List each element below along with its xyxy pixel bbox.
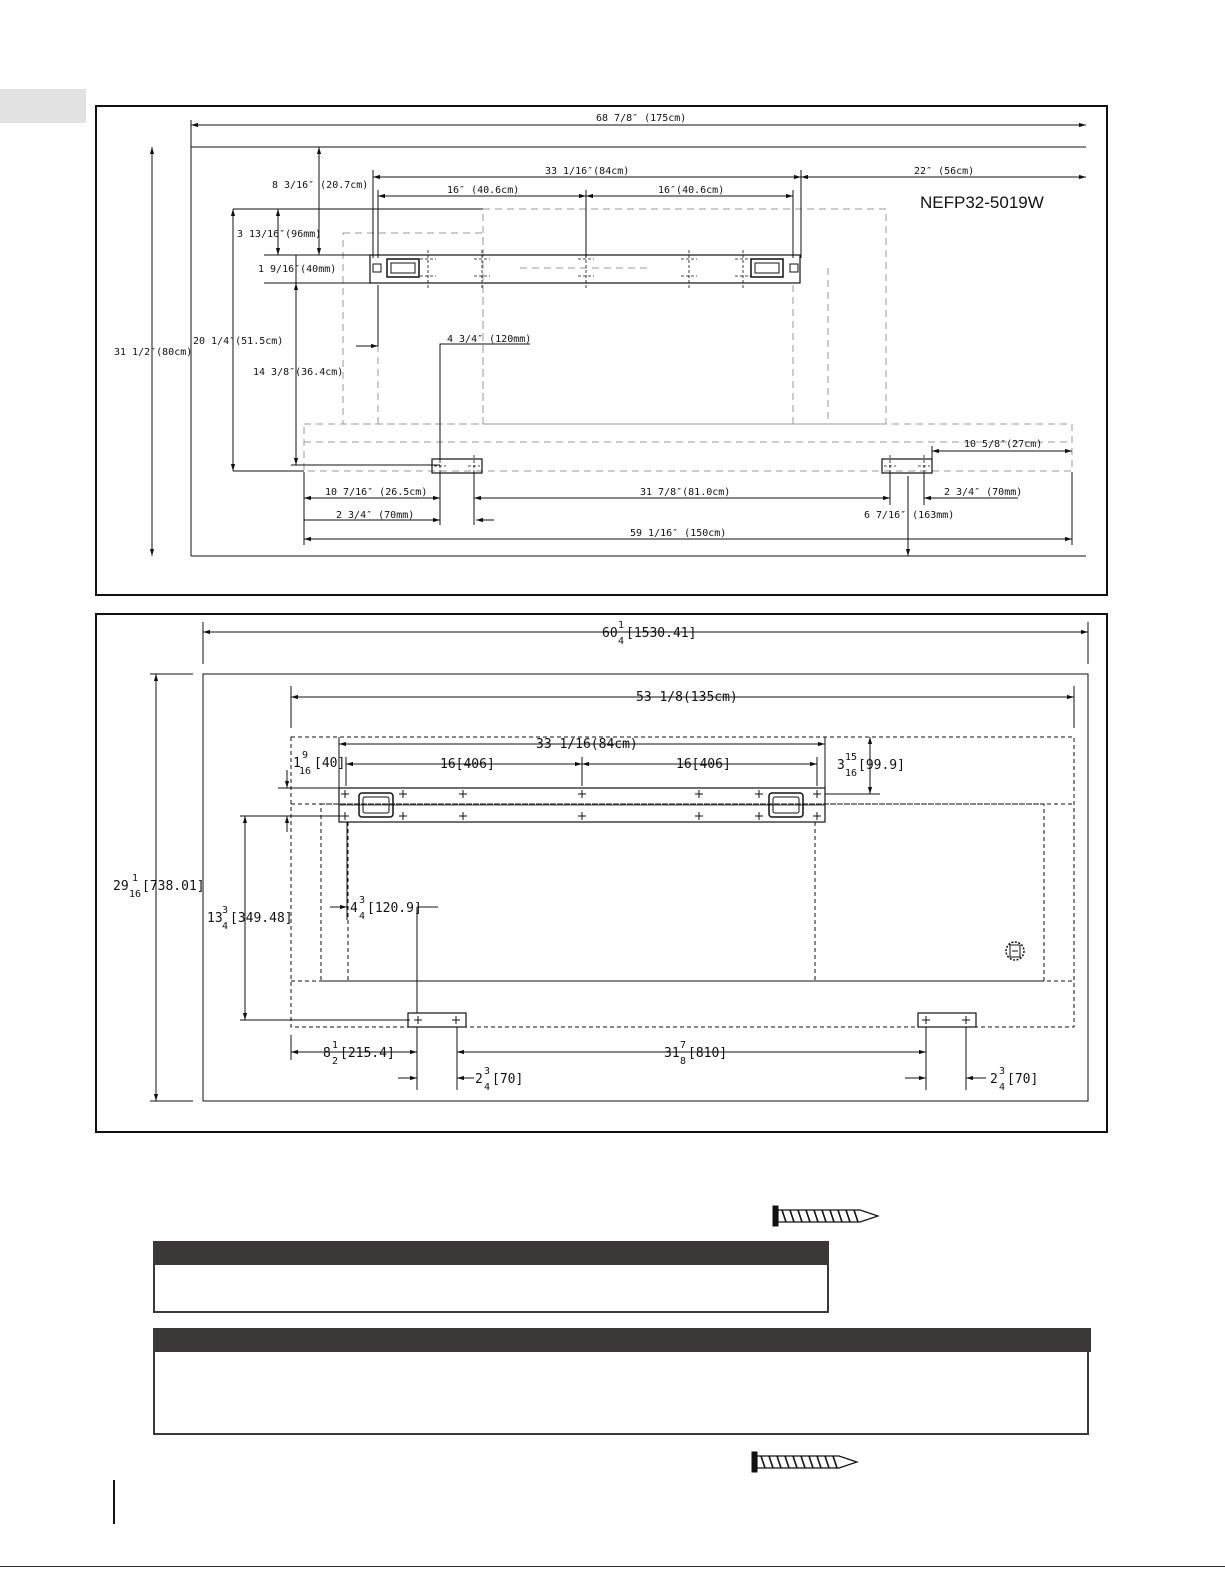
foot-bracket-left	[431, 458, 483, 474]
svg-text:4: 4	[999, 1082, 1005, 1093]
dim-left-foot-offset: 10 7/16″ (26.5cm)	[325, 487, 427, 498]
dim-stud-span: 33 1/16″(84cm)	[545, 166, 629, 177]
bracket-slot-right	[750, 258, 784, 278]
dim-overall-width: 68 7/8″ (175cm)	[596, 113, 686, 124]
page-footer-rule	[0, 1566, 1225, 1567]
svg-text:[215.4]: [215.4]	[340, 1046, 395, 1061]
dim-bracket-drop: 3 13/16″(96mm)	[237, 229, 321, 240]
svg-text:16: 16	[845, 768, 857, 779]
svg-text:4: 4	[359, 911, 365, 922]
dim2-inner-width: 53 1/8(135cm)	[636, 690, 738, 705]
bracket-slot-right-2	[768, 792, 804, 818]
svg-text:8: 8	[680, 1056, 686, 1067]
dim-lower-height: 14 3/8″(36.4cm)	[253, 367, 343, 378]
svg-text:2: 2	[990, 1072, 998, 1087]
dim2-right-spacing: 16[406]	[676, 757, 731, 772]
svg-text:[810]: [810]	[688, 1046, 727, 1061]
svg-text:[1530.41]: [1530.41]	[626, 626, 696, 641]
diagram-2	[95, 613, 1108, 1133]
diagram-1	[95, 105, 1108, 596]
dim-small-offset: 4 3/4″ (120mm)	[447, 334, 531, 345]
svg-text:[70]: [70]	[492, 1072, 523, 1087]
svg-text:4: 4	[222, 921, 228, 932]
dim-foot-span: 31 7/8″(81.0cm)	[640, 487, 730, 498]
dim2-lower-height: 13 3 4 [349.48]	[207, 905, 293, 932]
page-tab-marker	[0, 89, 86, 123]
svg-text:1: 1	[332, 1040, 338, 1051]
dim-right-spacing: 16″(40.6cm)	[658, 185, 724, 196]
note-box-1-header	[153, 1241, 829, 1265]
dim-right-foot-inset: 6 7/16″ (163mm)	[864, 510, 954, 521]
dim2-bracket-height: 1 9 16 [40]	[293, 750, 345, 777]
dim2-right-foot-width: 2 3 4 [70]	[990, 1066, 1038, 1093]
dim-mid-height: 20 1/4″(51.5cm)	[193, 336, 283, 347]
bracket-slot-left-2	[358, 792, 394, 818]
svg-text:3: 3	[837, 758, 845, 773]
svg-text:2: 2	[475, 1072, 483, 1087]
svg-text:[99.9]: [99.9]	[858, 758, 905, 773]
dim-left-foot-width: 2 3/4″ (70mm)	[336, 510, 414, 521]
svg-text:3: 3	[359, 895, 365, 906]
svg-text:[120.9]: [120.9]	[367, 901, 422, 916]
foot-bracket-left-2	[407, 1012, 467, 1028]
margin-rule	[113, 1480, 115, 1524]
svg-text:13: 13	[207, 911, 223, 926]
screw-icon-2	[751, 1451, 859, 1473]
dim2-overall-width: 60 1 4 [1530.41]	[602, 620, 696, 647]
dim-base-width: 59 1/16″ (150cm)	[630, 528, 726, 539]
dim-overall-height: 31 1/2″(80cm)	[114, 347, 192, 358]
dim2-overall-height: 29 1 16 [738.01]	[113, 873, 205, 900]
diagram-1-frame	[95, 105, 1108, 596]
dim-right-foot-offset: 10 5/8″(27cm)	[964, 439, 1042, 450]
screw-icon	[772, 1205, 880, 1227]
dim-right-offset: 22″ (56cm)	[914, 166, 974, 177]
dim-right-foot-width: 2 3/4″ (70mm)	[944, 487, 1022, 498]
dim2-left-spacing: 16[406]	[440, 757, 495, 772]
dim-bracket-height: 1 9/16″(40mm)	[258, 264, 336, 275]
dim2-stud-span: 33 1/16(84cm)	[536, 737, 638, 752]
model-label: NEFP32-5019W	[920, 193, 1044, 212]
svg-text:4: 4	[484, 1082, 490, 1093]
svg-text:1: 1	[132, 873, 138, 884]
dim2-right-drop: 3 15 16 [99.9]	[837, 752, 905, 779]
svg-text:7: 7	[680, 1040, 686, 1051]
svg-text:16: 16	[299, 766, 311, 777]
svg-text:1: 1	[618, 620, 624, 631]
svg-text:31: 31	[664, 1046, 680, 1061]
svg-text:9: 9	[302, 750, 308, 761]
wall-bracket	[369, 254, 801, 284]
dim2-left-foot-width: 2 3 4 [70]	[475, 1066, 523, 1093]
svg-text:15: 15	[845, 752, 857, 763]
bracket-slot-left	[386, 258, 420, 278]
foot-bracket-right-2	[917, 1012, 977, 1028]
dim2-foot-span: 31 7 8 [810]	[664, 1040, 727, 1067]
svg-text:8: 8	[323, 1046, 331, 1061]
note-box-2-header	[153, 1328, 1091, 1352]
svg-text:2: 2	[332, 1056, 338, 1067]
svg-text:3: 3	[999, 1066, 1005, 1077]
svg-text:4: 4	[350, 901, 358, 916]
svg-text:[349.48]: [349.48]	[230, 911, 293, 926]
dim2-small-offset: 4 3 4 [120.9]	[350, 895, 422, 922]
svg-text:1: 1	[293, 756, 301, 771]
svg-text:[738.01]: [738.01]	[142, 879, 205, 894]
svg-text:[40]: [40]	[314, 756, 345, 771]
svg-text:3: 3	[484, 1066, 490, 1077]
reference-symbol-icon	[1005, 941, 1025, 961]
dim-top-offset: 8 3/16″ (20.7cm)	[272, 180, 368, 191]
svg-text:4: 4	[618, 636, 624, 647]
svg-text:[70]: [70]	[1007, 1072, 1038, 1087]
dim-left-spacing: 16″ (40.6cm)	[447, 185, 519, 196]
diagram-2-frame	[95, 613, 1108, 1133]
svg-text:3: 3	[222, 905, 228, 916]
svg-text:60: 60	[602, 626, 618, 641]
svg-text:29: 29	[113, 879, 129, 894]
dim2-left-foot-offset: 8 1 2 [215.4]	[323, 1040, 395, 1067]
svg-text:16: 16	[129, 889, 141, 900]
